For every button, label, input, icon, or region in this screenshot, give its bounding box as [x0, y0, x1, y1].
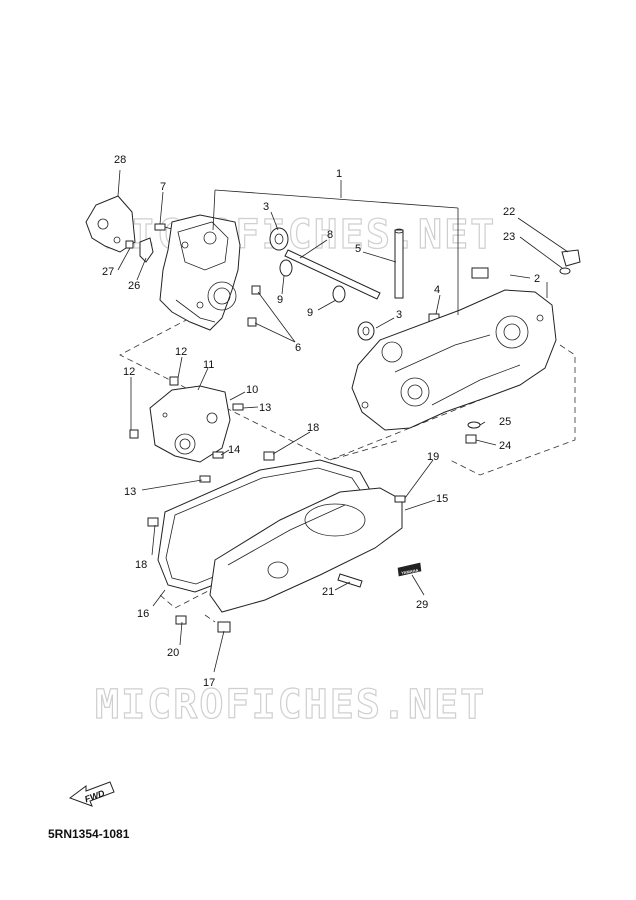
- part-3-bearing-upper: [269, 227, 289, 251]
- diagram-code: 5RN1354-1081: [48, 827, 130, 841]
- callout-8: 8: [327, 229, 333, 241]
- callout-16: 16: [137, 608, 149, 620]
- part-9-seal-lower: [332, 285, 346, 303]
- callout-15: 15: [436, 493, 448, 505]
- callout-23: 23: [503, 231, 515, 243]
- callout-20: 20: [167, 647, 179, 659]
- callout-22: 22: [503, 206, 515, 218]
- part-21-bolt: [337, 573, 363, 588]
- callout-17: 17: [203, 677, 215, 689]
- callout-10: 10: [246, 384, 258, 396]
- callout-25: 25: [499, 416, 511, 428]
- callout-28: 28: [114, 154, 126, 166]
- part-22-cap: [561, 249, 581, 267]
- callout-7: 7: [160, 181, 166, 193]
- callout-9-lower: 9: [307, 307, 313, 319]
- part-17-dowel: [217, 621, 231, 633]
- part-24-drain-plug: [465, 434, 477, 444]
- part-27-bolt: [125, 240, 134, 249]
- callout-21: 21: [322, 586, 334, 598]
- part-29-emblem: YAMAHA: [397, 562, 422, 577]
- part-9-seal-upper: [279, 259, 293, 277]
- callout-9-upper: 9: [277, 294, 283, 306]
- callout-12-upper: 12: [175, 346, 187, 358]
- watermark-bottom: MICROFICHES.NET: [95, 682, 486, 728]
- callout-24: 24: [499, 440, 511, 452]
- part-23-oring: [559, 267, 571, 275]
- callout-13-lower: 13: [124, 486, 136, 498]
- part-19-bolt: [394, 495, 406, 503]
- part-26-clip: [139, 237, 154, 263]
- callout-14: 14: [228, 444, 240, 456]
- left-crankcase-half: [159, 214, 241, 331]
- part-12-dowel-upper: [169, 376, 179, 386]
- callout-27: 27: [102, 266, 114, 278]
- part-12-dowel-lower: [129, 429, 139, 439]
- callout-2: 2: [534, 273, 540, 285]
- callout-3-lower: 3: [396, 309, 402, 321]
- part-15-outer-cover: [209, 487, 403, 613]
- callout-3-upper: 3: [263, 201, 269, 213]
- callout-12-lower: 12: [123, 366, 135, 378]
- part-13-bolt-right: [232, 403, 244, 411]
- callout-26: 26: [128, 280, 140, 292]
- fwd-arrow-icon: FWD: [68, 781, 115, 807]
- part-2-dowel: [471, 267, 489, 279]
- part-8-shaft: [284, 249, 381, 300]
- callout-4: 4: [434, 284, 440, 296]
- leader-lines: [117, 169, 569, 673]
- callout-18-upper: 18: [307, 422, 319, 434]
- emblem-text: YAMAHA: [401, 568, 419, 576]
- callout-29: 29: [416, 599, 428, 611]
- callout-labels: 1 2 3 3 4 5 6 7 8 9 9 10 11 12 12 13 13 …: [102, 154, 540, 689]
- callout-13-right: 13: [259, 402, 271, 414]
- part-13-bolt-lower: [199, 475, 211, 483]
- part-20-bolt: [175, 615, 187, 625]
- callout-11: 11: [203, 359, 214, 371]
- callout-1: 1: [336, 168, 342, 180]
- callout-5: 5: [355, 243, 361, 255]
- watermark-top: MICROFICHES.NET: [105, 212, 496, 258]
- part-3-bearing-lower: [357, 321, 375, 341]
- part-6-dowels: [247, 285, 261, 327]
- callout-6: 6: [295, 342, 301, 354]
- part-14-bolt: [212, 451, 224, 459]
- callout-18-lower: 18: [135, 559, 147, 571]
- part-18-dowel-lower: [147, 517, 159, 527]
- part-25-washer: [467, 421, 481, 429]
- right-crankcase-half: [351, 289, 557, 431]
- callout-19: 19: [427, 451, 439, 463]
- part-5-pin: [394, 228, 404, 299]
- part-18-dowel-upper: [263, 451, 275, 461]
- part-11-gear-cover: [149, 385, 231, 463]
- part-28-gasket-plate: [85, 195, 136, 253]
